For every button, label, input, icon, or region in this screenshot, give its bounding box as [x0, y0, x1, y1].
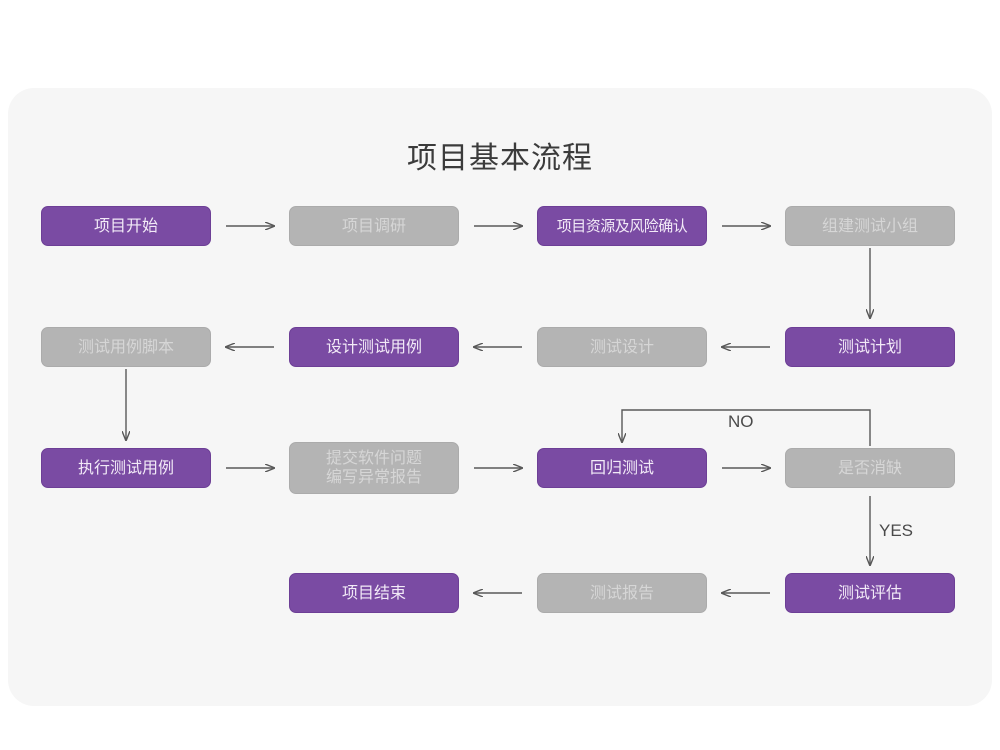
node-test-design[interactable]: 测试设计 [537, 327, 707, 367]
node-design-test-case[interactable]: 设计测试用例 [289, 327, 459, 367]
edge-label-yes: YES [879, 521, 914, 540]
node-project-start[interactable]: 项目开始 [41, 206, 211, 246]
node-test-report[interactable]: 测试报告 [537, 573, 707, 613]
node-test-case-script[interactable]: 测试用例脚本 [41, 327, 211, 367]
node-submit-issue-report[interactable]: 提交软件问题 编写异常报告 [289, 442, 459, 494]
edge-label-no: NO [728, 412, 754, 431]
page-title: 项目基本流程 [407, 142, 593, 175]
node-project-research[interactable]: 项目调研 [289, 206, 459, 246]
node-resource-risk-confirm[interactable]: 项目资源及风险确认 [537, 206, 707, 246]
node-test-evaluation[interactable]: 测试评估 [785, 573, 955, 613]
node-regression-test[interactable]: 回归测试 [537, 448, 707, 488]
node-build-test-team[interactable]: 组建测试小组 [785, 206, 955, 246]
node-defect-resolved[interactable]: 是否消缺 [785, 448, 955, 488]
flowchart-card [8, 88, 992, 706]
node-project-end[interactable]: 项目结束 [289, 573, 459, 613]
node-test-plan[interactable]: 测试计划 [785, 327, 955, 367]
node-execute-test-case[interactable]: 执行测试用例 [41, 448, 211, 488]
